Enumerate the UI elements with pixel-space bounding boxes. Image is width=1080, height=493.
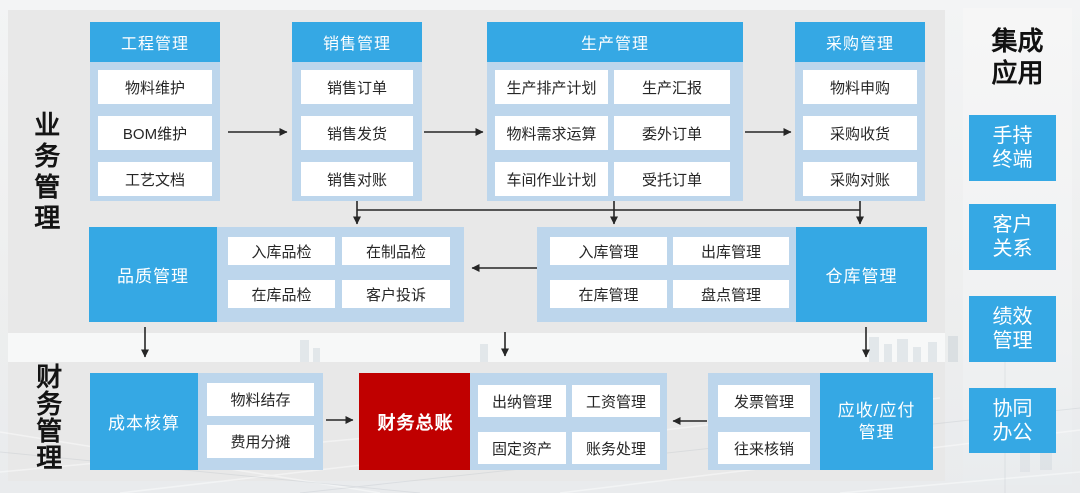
node-workshop-plan: 车间作业计划	[495, 162, 608, 196]
skyline-building	[1020, 452, 1030, 472]
node-incoming-inspection: 入库品检	[228, 237, 335, 265]
skyline-building	[869, 337, 879, 362]
node-consignment-order: 受托订单	[614, 162, 730, 196]
skyline-building	[300, 340, 309, 362]
skyline-building	[948, 336, 958, 362]
app-collaborative-office-label: 协同办公	[992, 397, 1033, 444]
receivable-payable-box: 应收/应付管理	[820, 373, 933, 470]
node-purchase-receiving: 采购收货	[803, 116, 917, 150]
skyline-building	[313, 348, 320, 362]
node-inbound-management: 入库管理	[550, 237, 667, 265]
node-customer-complaint: 客户投诉	[342, 280, 450, 308]
skyline-building	[897, 339, 908, 362]
node-accounting-processing: 账务处理	[572, 432, 660, 464]
node-stocktaking-management: 盘点管理	[673, 280, 789, 308]
node-fixed-assets: 固定资产	[478, 432, 566, 464]
group-sales-header: 销售管理	[292, 22, 422, 62]
node-purchase-reconciliation: 采购对账	[803, 162, 917, 196]
skyline-building	[913, 347, 921, 362]
quality-management-box: 品质管理	[89, 227, 217, 322]
node-cashier-management: 出纳管理	[478, 385, 566, 417]
finance-section-label: 财务管理	[36, 362, 63, 473]
integration-title: 集成应用	[963, 22, 1072, 92]
node-material-requisition: 物料申购	[803, 70, 917, 104]
skyline-building	[884, 344, 892, 362]
group-receivable-items: 发票管理 往来核销	[708, 373, 820, 470]
node-sales-order: 销售订单	[301, 70, 413, 104]
group-quality: 品质管理 入库品检 在制品检 在库品检 客户投诉	[89, 227, 464, 322]
skyline-building	[928, 342, 937, 362]
app-performance-management-label: 绩效管理	[992, 306, 1033, 352]
node-stock-inspection: 在库品检	[228, 280, 335, 308]
app-performance-management: 绩效管理	[969, 296, 1056, 362]
group-sales: 销售管理 销售订单 销售发货 销售对账	[292, 22, 422, 201]
group-cost-items: 物料结存 费用分摊	[198, 373, 323, 470]
node-outbound-management: 出库管理	[673, 237, 789, 265]
app-handheld-terminal-label: 手持终端	[992, 125, 1033, 171]
receivable-payable-label: 应收/应付管理	[837, 401, 916, 442]
node-production-scheduling: 生产排产计划	[495, 70, 608, 104]
node-process-documents: 工艺文档	[98, 162, 212, 196]
business-section-label: 业务管理	[34, 110, 61, 233]
node-payroll-management: 工资管理	[572, 385, 660, 417]
node-bom-maintenance: BOM维护	[98, 116, 212, 150]
node-material-balance: 物料结存	[207, 383, 314, 416]
group-production-header: 生产管理	[487, 22, 743, 62]
node-invoice-management: 发票管理	[718, 385, 810, 417]
app-customer-relationship: 客户关系	[969, 204, 1056, 270]
general-ledger-box: 财务总账	[359, 373, 472, 470]
group-ledger-items: 出纳管理 工资管理 固定资产 账务处理	[470, 373, 667, 470]
skyline-building	[480, 344, 488, 362]
node-mrp-calculation: 物料需求运算	[495, 116, 608, 150]
cost-accounting-box: 成本核算	[90, 373, 198, 470]
node-transaction-writeoff: 往来核销	[718, 432, 810, 464]
group-production: 生产管理 生产排产计划 生产汇报 物料需求运算 委外订单 车间作业计划 受托订单	[487, 22, 743, 201]
node-production-report: 生产汇报	[614, 70, 730, 104]
node-expense-allocation: 费用分摊	[207, 425, 314, 458]
app-handheld-terminal: 手持终端	[969, 115, 1056, 181]
node-sales-reconciliation: 销售对账	[301, 162, 413, 196]
node-material-maintenance: 物料维护	[98, 70, 212, 104]
app-collaborative-office: 协同办公	[969, 388, 1056, 453]
node-inprocess-inspection: 在制品检	[342, 237, 450, 265]
group-warehouse: 入库管理 出库管理 在库管理 盘点管理 仓库管理	[537, 227, 927, 322]
group-procurement: 采购管理 物料申购 采购收货 采购对账	[795, 22, 925, 201]
photo-band	[8, 333, 945, 362]
integration-title-text: 集成应用	[991, 25, 1044, 89]
app-customer-relationship-label: 客户关系	[992, 214, 1033, 260]
node-outsourcing-order: 委外订单	[614, 116, 730, 150]
node-sales-delivery: 销售发货	[301, 116, 413, 150]
group-procurement-header: 采购管理	[795, 22, 925, 62]
group-engineering-header: 工程管理	[90, 22, 220, 62]
node-stock-management: 在库管理	[550, 280, 667, 308]
group-engineering: 工程管理 物料维护 BOM维护 工艺文档	[90, 22, 220, 201]
warehouse-management-box: 仓库管理	[796, 227, 927, 322]
